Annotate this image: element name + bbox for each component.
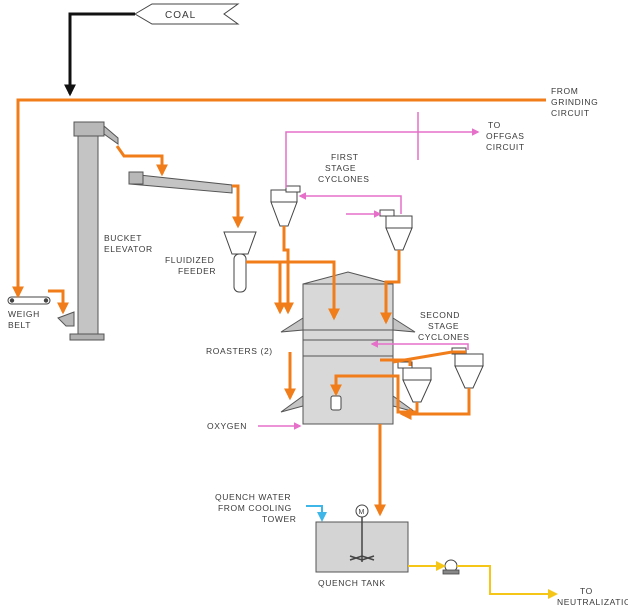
roaster-to-second-cyclones <box>392 350 466 364</box>
first-stage-label-2: STAGE <box>325 163 356 173</box>
weigh-belt-label-1: WEIGH <box>8 309 40 319</box>
second-cyclone-1-return <box>330 374 419 414</box>
roasters-label: ROASTERS (2) <box>206 346 273 356</box>
second-cyclone-1-inlet <box>397 361 413 369</box>
elevator-to-screw <box>115 145 168 177</box>
screw-conveyor-hopper <box>128 171 144 185</box>
pump-base <box>442 569 460 575</box>
roaster-lower-wing-left <box>280 395 304 413</box>
bucket-elevator <box>77 121 99 335</box>
oxygen-label: OXYGEN <box>207 421 247 431</box>
fluidized-feeder-label-2: FEEDER <box>178 266 216 276</box>
roaster-upper-wing-right <box>392 317 416 333</box>
screw-to-feeder <box>232 184 244 229</box>
to-offgas-label-1: TO <box>488 120 501 130</box>
second-cyclone-feed <box>380 358 412 366</box>
feeder-to-roaster <box>246 260 286 315</box>
coal-label: COAL <box>165 10 196 21</box>
bucket-elevator-chute <box>103 124 119 145</box>
bucket-elevator-boot <box>69 333 105 341</box>
weigh-belt-to-elevator <box>48 289 69 315</box>
quench-water-label-1: QUENCH WATER <box>215 492 291 502</box>
to-offgas-label-2: OFFGAS <box>486 131 525 141</box>
to-neutralization-label-2: NEUTRALIZATION <box>557 597 628 607</box>
first-cyclone-1-to-roaster <box>282 226 294 315</box>
elevator-feed-hopper <box>57 311 75 327</box>
feed-into-roaster-top <box>280 260 340 321</box>
roaster-vessel <box>302 283 394 425</box>
second-cyclone-1-cone <box>402 379 432 403</box>
second-cyclone-2-cone <box>454 365 484 389</box>
first-cyclone-2-body <box>385 215 413 229</box>
first-cyclone-2-cone <box>385 227 413 251</box>
weigh-belt <box>7 296 51 305</box>
first-cyclone-2-return <box>380 250 401 325</box>
screw-conveyor <box>129 173 233 194</box>
roaster-upper-wing-left <box>280 317 304 333</box>
gas-streams <box>258 112 480 430</box>
offgas-main-line <box>285 128 480 188</box>
from-grinding-line <box>11 98 546 299</box>
weigh-belt-pulley-right <box>43 298 49 303</box>
to-offgas-label-3: CIRCUIT <box>486 142 525 152</box>
coal-stream-line <box>64 12 135 97</box>
agitator-motor-icon <box>355 504 369 518</box>
bucket-elevator-label-2: ELEVATOR <box>104 244 153 254</box>
bucket-elevator-label-1: BUCKET <box>104 233 142 243</box>
first-stage-label-1: FIRST <box>331 152 359 162</box>
second-cyclone-2-return <box>399 388 471 420</box>
quench-tank-label: QUENCH TANK <box>318 578 386 588</box>
second-stage-label-2: STAGE <box>428 321 459 331</box>
second-cyclone-2-body <box>454 353 484 367</box>
from-grinding-label-1: FROM <box>551 86 578 96</box>
first-cyclone-1-inlet <box>285 185 301 193</box>
quench-water-label-2: FROM COOLING <box>218 503 292 513</box>
from-grinding-label-3: CIRCUIT <box>551 108 590 118</box>
slurry-to-neutralization <box>457 565 558 599</box>
first-stage-label-3: CYCLONES <box>318 174 370 184</box>
fluidized-feeder-label-1: FLUIDIZED <box>165 255 214 265</box>
first-cyclone-2-inlet <box>379 209 395 217</box>
first-cyclone-2-gas-return <box>298 192 402 214</box>
motor-label: M <box>359 509 365 516</box>
second-stage-label-3: CYCLONES <box>418 332 470 342</box>
bucket-elevator-head <box>73 121 105 137</box>
second-cyclone-1-body <box>402 367 432 381</box>
coal-tag-shape <box>134 3 240 25</box>
second-stage-label-1: SECOND <box>420 310 460 320</box>
first-cyclone-1-cone <box>270 201 298 227</box>
solids-streams <box>11 98 546 517</box>
roaster-top <box>302 271 394 285</box>
agitator-blades <box>349 555 375 561</box>
fluidized-feeder-body <box>233 253 247 293</box>
roaster-discharge-pot <box>330 395 342 411</box>
fluidized-feeder-hopper <box>223 231 257 255</box>
second-cyclone-gas-return <box>370 340 469 350</box>
quench-water-label-3: TOWER <box>262 514 296 524</box>
quench-water-line <box>306 505 327 522</box>
from-grinding-label-2: GRINDING <box>551 97 598 107</box>
to-neutralization-label-1: TO <box>580 586 593 596</box>
weigh-belt-label-2: BELT <box>8 320 31 330</box>
weigh-belt-pulley-left <box>9 298 15 303</box>
